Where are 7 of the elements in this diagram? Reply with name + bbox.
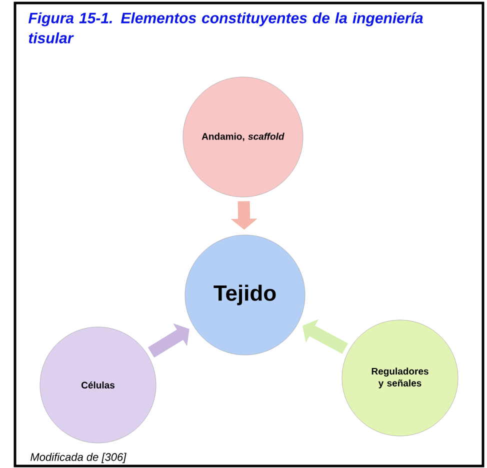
circle-node: Andamio, scaffold [182, 76, 304, 198]
circle-node: Células [40, 326, 156, 444]
block-arrow [148, 323, 190, 358]
figure-title: Figura 15-1. Elementos constituyentes de la ingeniería tisular [28, 12, 423, 44]
circle-node: Tejido [184, 234, 306, 356]
figure-caption: Modificada de [306] [30, 452, 126, 464]
circle-node: Reguladores y señales [342, 320, 458, 436]
